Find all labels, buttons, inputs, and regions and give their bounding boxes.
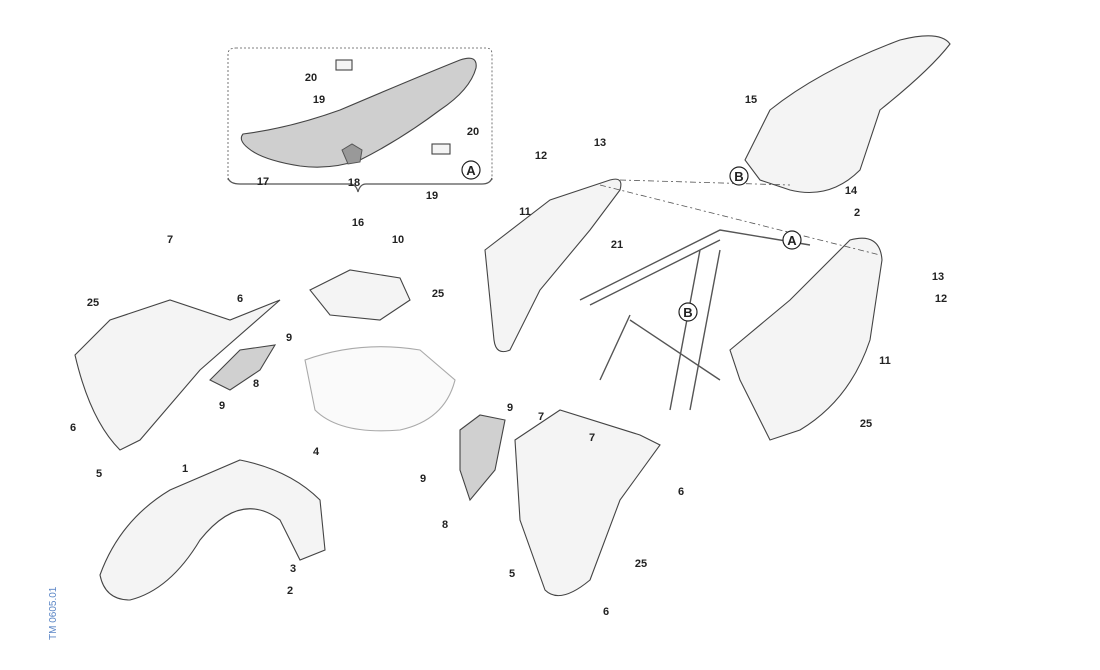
part-label: 21 [611,239,623,251]
part-label: 9 [286,332,292,344]
part-label: 12 [535,150,547,162]
part-label: 2 [854,207,860,219]
part-label: 8 [253,378,259,390]
assembly-line [599,179,881,256]
part-label: 7 [589,432,595,444]
document-reference: TM 0605.01 [48,586,59,640]
part-label: 11 [879,355,891,367]
callout-letter: B [683,305,692,320]
part-label: 4 [313,446,320,458]
part-label: 9 [219,400,225,412]
part-label: 19 [426,190,438,202]
part-label: 25 [432,288,444,300]
radiator-shroud-right [514,409,661,597]
part-label: 25 [860,418,872,430]
spoiler-left [209,344,277,391]
part-label: 13 [594,137,606,149]
front-fender [99,459,326,601]
seat-sponge-patch [341,143,363,165]
part-label: 5 [509,568,515,580]
part-label: 13 [932,271,944,283]
callout-circle [461,160,481,180]
part-label: 9 [507,402,513,414]
callout-circle [782,230,802,250]
callout-circle [729,166,749,186]
part-label: 6 [678,486,684,498]
part-label: 6 [70,422,76,434]
rear-fender [744,35,951,194]
part-label: 1 [182,463,188,475]
part-label: 12 [935,293,947,305]
part-label: 20 [305,72,317,84]
part-label: 7 [167,234,173,246]
part-label: 25 [635,558,647,570]
part-label: 8 [442,519,448,531]
part-label: 14 [845,185,858,197]
seat-bracket-rear [431,143,451,155]
callout-letter: A [466,163,476,178]
part-label: 6 [237,293,243,305]
part-label: 25 [87,297,99,309]
seat [240,57,477,168]
tank-cover [309,269,411,321]
seat-bracket-front [335,59,353,71]
part-label: 2 [287,585,293,597]
part-label: 15 [745,94,757,106]
part-label: 11 [519,206,531,218]
part-label: 18 [348,177,360,189]
subframe [579,229,811,411]
side-number-plate-right [729,237,883,441]
part-label: 6 [603,606,609,618]
part-label: 17 [257,176,269,188]
spoiler-right [459,414,506,502]
part-label: 20 [467,126,479,138]
side-number-plate-left [484,178,622,353]
callout-letter: B [734,169,743,184]
radiator-shroud-left [74,299,281,451]
part-label: 9 [420,473,426,485]
callout-letter: A [787,233,797,248]
part-label: 16 [352,217,364,229]
callout-circle [678,302,698,322]
part-label: 3 [290,563,296,575]
part-label: 19 [313,94,325,106]
view-callouts: A B A B [461,160,802,322]
seat-kit-brace [227,177,493,193]
fuel-tank [304,346,456,432]
part-label: 5 [96,468,102,480]
part-label: 10 [392,234,404,246]
part-label: 7 [538,411,544,423]
